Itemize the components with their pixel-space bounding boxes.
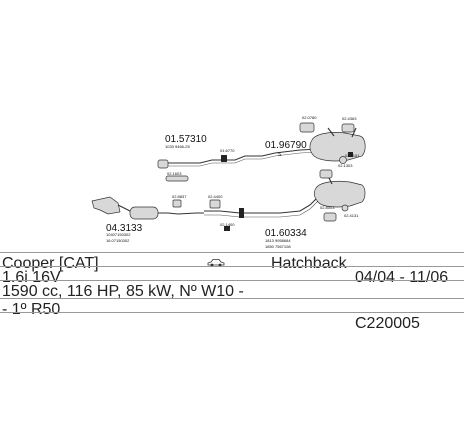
exhaust-manifold [91,196,121,215]
vehicle-specs: 1590 cc, 116 HP, 85 kW, Nº W10 - [2,283,244,300]
catalytic-converter [129,206,159,220]
vehicle-period: 04/04 - 11/06 [355,269,449,286]
lower-exhaust-line [91,169,366,231]
gasket-lower [341,204,349,212]
part-label-p12: 04.3133 [106,223,143,234]
part-label-p14: 02.8003 [320,205,335,210]
part-label-p13-sub1: 1813 9958684 [265,238,291,243]
part-label-p6: 02.1303 [338,163,353,168]
part-label-p8: 02.1603 [167,171,182,176]
part-label-p9: 02.8837 [172,194,187,199]
clamp-upper-1 [221,155,227,162]
hanger-lower-2 [323,212,337,222]
part-label-p13: 01.60334 [265,228,307,239]
vehicle-engine: 1.6i 16V [2,269,61,286]
pipe-connector-upper [157,159,169,169]
info-row-code: C220005 [0,312,464,332]
part-label-p15: 02.4131 [344,213,359,218]
hanger-upper-2 [341,123,355,133]
info-row-chassis: - 1º R50 [0,298,464,318]
vehicle-model: Cooper [CAT] [2,255,99,272]
vehicle-chassis: - 1º R50 [2,301,61,318]
hanger-lower-1 [319,169,333,179]
part-label-p2: 01.96790 [265,140,307,151]
gasket-upper [339,156,347,164]
part-label-p5: 02.3151 [345,153,360,158]
clamp-upper-2 [348,152,353,157]
part-label-p10: 02.4400 [208,194,223,199]
part-label-p13-sub2: 1850 7567108 [265,244,291,249]
hanger-upper-1 [299,122,315,133]
part-label-p1: 01.57310 [165,134,207,145]
info-row-model: Cooper [CAT] Hatchback [0,252,464,272]
info-row-engine: 1.6i 16V 04/04 - 11/06 [0,266,464,286]
exhaust-system-diagram: 01.57310 1033 9466-25 01.96790 S 02.0780… [91,115,366,249]
part-label-p2-sub: S [278,152,282,158]
info-row-specs: 1590 cc, 116 HP, 85 kW, Nº W10 - [0,280,464,300]
part-label-p1-sub: 1033 9466-25 [165,144,190,149]
hanger-lower-3 [209,199,221,209]
vehicle-body-type: Hatchback [271,255,347,272]
clamp-lower-1 [239,208,244,218]
part-label-p3: 02.0780 [302,115,317,120]
part-label-p11: 02.1400 [220,222,235,227]
clamp-lower-2 [224,226,230,231]
part-number-labels: 01.57310 1033 9466-25 01.96790 S 02.0780… [106,115,360,249]
upper-exhaust-line [157,122,366,182]
part-label-p12-sub2: 16.07150302 [106,238,130,243]
sensor-upper [165,175,189,182]
part-label-p12-sub1: 10407150302 [106,232,131,237]
rear-silencer-lower [313,180,366,208]
part-label-p7: 01.6770 [220,148,235,153]
part-label-p4: 02.4363 [342,116,357,121]
catalogue-code: C220005 [355,315,420,332]
seal-ring [172,199,182,208]
car-icon [207,254,225,272]
